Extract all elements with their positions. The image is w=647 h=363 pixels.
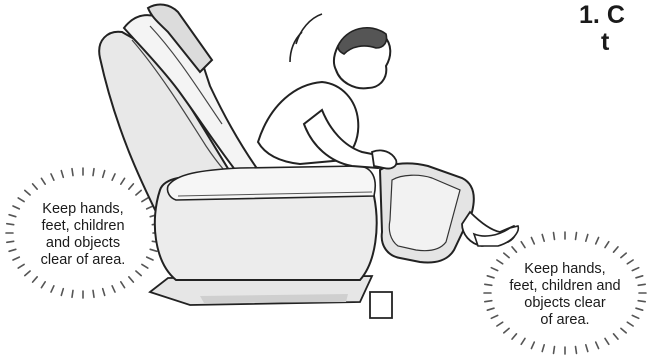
burst-tick bbox=[121, 282, 125, 288]
burst-tick bbox=[129, 277, 134, 282]
motion-line-1 bbox=[296, 14, 322, 44]
burst-tick bbox=[51, 174, 54, 180]
burst-tick bbox=[72, 169, 73, 176]
burst-tick bbox=[614, 334, 619, 339]
burst-tick bbox=[121, 178, 125, 184]
burst-tick bbox=[586, 345, 588, 352]
burst-tick bbox=[112, 174, 115, 180]
burst-tick bbox=[504, 328, 509, 333]
burst-tick bbox=[512, 334, 517, 339]
burst-tick bbox=[41, 178, 45, 184]
caution-right-line: objects clear bbox=[488, 295, 642, 312]
caution-left-line: feet, children bbox=[12, 218, 154, 235]
caution-left-line: Keep hands, bbox=[12, 201, 154, 218]
burst-tick bbox=[103, 171, 105, 178]
step-number: 1. bbox=[579, 1, 600, 29]
burst-tick bbox=[129, 184, 134, 189]
burst-tick bbox=[614, 247, 619, 252]
caution-right-line: of area. bbox=[488, 312, 642, 329]
motion-line-2 bbox=[290, 32, 302, 62]
step-heading: 1. C t bbox=[579, 2, 625, 56]
caution-right-line: feet, children and bbox=[488, 278, 642, 295]
burst-tick bbox=[512, 247, 517, 252]
burst-tick bbox=[504, 253, 509, 258]
burst-tick bbox=[596, 238, 599, 244]
caution-text-right: Keep hands, feet, children and objects c… bbox=[488, 261, 642, 329]
burst-tick bbox=[542, 235, 544, 242]
burst-tick bbox=[531, 238, 534, 244]
burst-tick bbox=[51, 286, 54, 292]
burst-tick bbox=[33, 277, 38, 282]
burst-tick bbox=[605, 338, 609, 344]
burst-tick bbox=[621, 328, 626, 333]
burst-tick bbox=[542, 345, 544, 352]
burst-tick bbox=[93, 169, 94, 176]
burst-tick bbox=[25, 190, 30, 195]
burst-tick bbox=[136, 190, 141, 195]
burst-tick bbox=[531, 342, 534, 348]
burst-tick bbox=[521, 242, 525, 248]
burst-tick bbox=[576, 347, 577, 354]
caution-text-left: Keep hands, feet, children and objects c… bbox=[12, 201, 154, 269]
burst-tick bbox=[554, 347, 555, 354]
burst-tick bbox=[605, 242, 609, 248]
burst-tick bbox=[621, 253, 626, 258]
burst-tick bbox=[112, 286, 115, 292]
caution-right-line: Keep hands, bbox=[488, 261, 642, 278]
burst-tick bbox=[61, 289, 63, 296]
burst-tick bbox=[25, 271, 30, 276]
burst-tick bbox=[41, 282, 45, 288]
burst-tick bbox=[103, 289, 105, 296]
person-hand bbox=[372, 150, 396, 168]
chair-leg bbox=[370, 292, 392, 318]
caution-left-line: and objects bbox=[12, 235, 154, 252]
burst-tick bbox=[554, 233, 555, 240]
burst-tick bbox=[72, 290, 73, 297]
burst-tick bbox=[521, 338, 525, 344]
burst-tick bbox=[61, 171, 63, 178]
burst-tick bbox=[33, 184, 38, 189]
step-heading-line1: C bbox=[607, 1, 625, 29]
burst-tick bbox=[136, 271, 141, 276]
burst-tick bbox=[93, 290, 94, 297]
burst-tick bbox=[576, 233, 577, 240]
step-heading-line2: t bbox=[579, 29, 625, 56]
burst-tick bbox=[586, 235, 588, 242]
caution-left-line: clear of area. bbox=[12, 252, 154, 269]
burst-tick bbox=[596, 342, 599, 348]
